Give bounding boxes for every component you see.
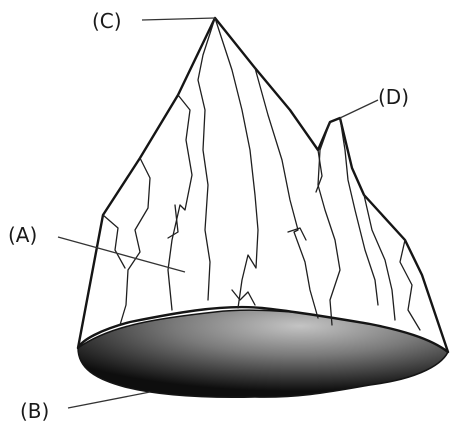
leader-line-b <box>68 392 150 408</box>
label-a: (A) <box>8 223 37 247</box>
label-d: (D) <box>378 85 409 109</box>
label-b: (B) <box>20 399 49 423</box>
label-c: (C) <box>92 9 122 33</box>
leader-line-c <box>142 18 215 20</box>
leader-line-d <box>340 100 378 118</box>
mountain-body <box>78 18 448 352</box>
